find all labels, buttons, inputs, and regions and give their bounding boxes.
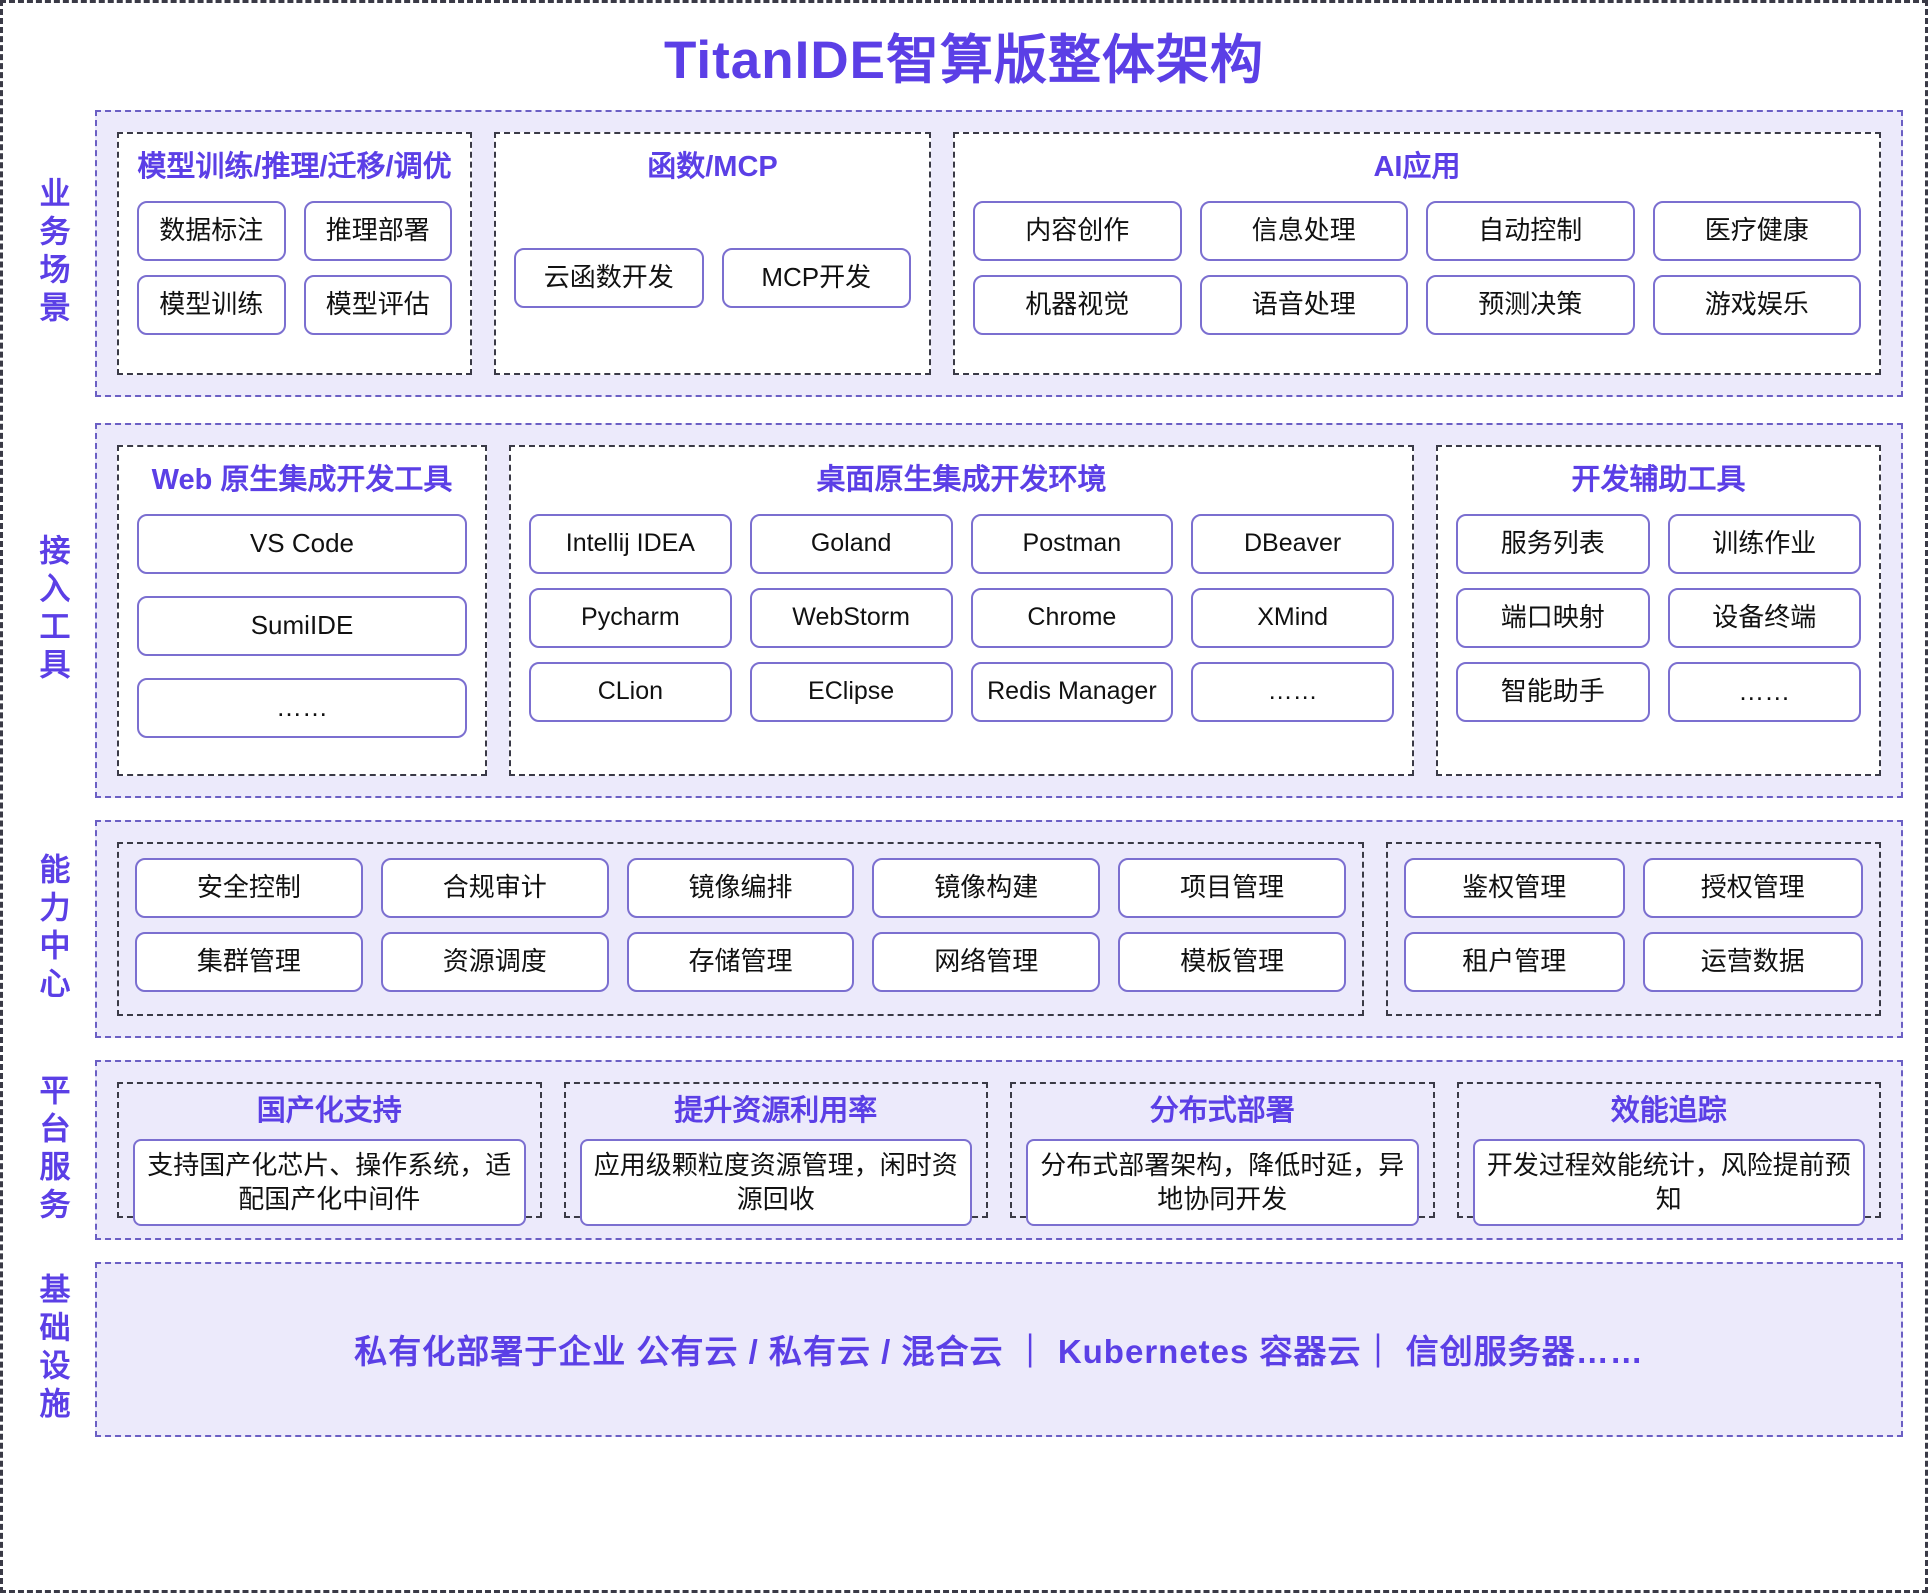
chip-grid: 内容创作 信息处理 自动控制 医疗健康 机器视觉 语音处理 预测决策 游戏娱乐 — [973, 200, 1861, 355]
panel-dev-assist-tools: 开发辅助工具 服务列表 训练作业 端口映射 设备终端 智能助手 …… — [1436, 444, 1881, 776]
chip-sumiide[interactable]: SumiIDE — [137, 595, 467, 656]
panel-title: 效能追踪 — [1610, 1094, 1727, 1127]
chip-authorization-management[interactable]: 授权管理 — [1642, 857, 1863, 918]
layer-rail: 业务场景 接入工具 能力中心 平台服务 基础设施 — [9, 110, 95, 1542]
chip-model-training[interactable]: 模型训练 — [137, 274, 286, 335]
chip-project-management[interactable]: 项目管理 — [1118, 857, 1346, 918]
chip-tenant-management[interactable]: 租户管理 — [1404, 931, 1625, 992]
chip-grid: 数据标注 推理部署 模型训练 模型评估 — [137, 200, 452, 355]
panel-platform-capabilities: 安全控制 合规审计 镜像编排 镜像构建 项目管理 集群管理 资源调度 存储管理 … — [117, 841, 1364, 1016]
chip-service-list[interactable]: 服务列表 — [1456, 513, 1650, 574]
chip-xmind[interactable]: XMind — [1191, 587, 1394, 648]
chip-grid: 云函数开发 MCP开发 — [514, 201, 911, 355]
chip-security-control[interactable]: 安全控制 — [135, 857, 363, 918]
chip-grid: 鉴权管理 授权管理 租户管理 运营数据 — [1404, 857, 1863, 1000]
chip-storage-management[interactable]: 存储管理 — [626, 931, 855, 992]
chip-inference-deploy[interactable]: 推理部署 — [303, 200, 452, 261]
chip-game-entertainment[interactable]: 游戏娱乐 — [1652, 274, 1861, 335]
panel-title: 国产化支持 — [256, 1094, 402, 1127]
chip-webstorm[interactable]: WebStorm — [749, 587, 953, 648]
rail-label-capability: 能力中心 — [34, 852, 70, 1005]
chip-desktop-more[interactable]: …… — [1191, 661, 1394, 722]
panel-description: 支持国产化芯片、操作系统，适配国产化中间件 — [133, 1138, 526, 1227]
chip-resource-scheduling[interactable]: 资源调度 — [380, 931, 609, 992]
band-access-tools: Web 原生集成开发工具 VS Code SumiIDE …… 桌面原生集成开发… — [95, 422, 1903, 798]
chip-goland[interactable]: Goland — [749, 513, 953, 574]
chip-training-job[interactable]: 训练作业 — [1667, 513, 1861, 574]
chip-machine-vision[interactable]: 机器视觉 — [973, 274, 1182, 335]
panel-title: Web 原生集成开发工具 — [151, 463, 453, 496]
chip-network-management[interactable]: 网络管理 — [872, 931, 1101, 992]
layer-stack: 模型训练/推理/迁移/调优 数据标注 推理部署 模型训练 模型评估 函数/MCP… — [95, 109, 1903, 1542]
chip-image-build[interactable]: 镜像构建 — [872, 857, 1101, 918]
chip-image-orchestration[interactable]: 镜像编排 — [626, 857, 855, 918]
panel-description: 分布式部署架构，降低时延，异地协同开发 — [1026, 1138, 1419, 1227]
chip-model-evaluation[interactable]: 模型评估 — [303, 274, 452, 335]
chip-authentication-management[interactable]: 鉴权管理 — [1404, 857, 1625, 918]
chip-automatic-control[interactable]: 自动控制 — [1426, 200, 1635, 261]
chip-information-processing[interactable]: 信息处理 — [1199, 200, 1408, 261]
band-capability-center: 安全控制 合规审计 镜像编排 镜像构建 项目管理 集群管理 资源调度 存储管理 … — [95, 819, 1903, 1038]
rail-label-business: 业务场景 — [34, 177, 70, 330]
chip-dbeaver[interactable]: DBeaver — [1191, 513, 1394, 574]
chip-port-mapping[interactable]: 端口映射 — [1456, 587, 1650, 648]
rail-label-access: 接入工具 — [34, 534, 70, 687]
rail-label-platform: 平台服务 — [34, 1073, 70, 1226]
panel-ai-applications: AI应用 内容创作 信息处理 自动控制 医疗健康 机器视觉 语音处理 预测决策 … — [953, 131, 1881, 375]
panel-title: 函数/MCP — [647, 150, 778, 183]
band-business-scenarios: 模型训练/推理/迁移/调优 数据标注 推理部署 模型训练 模型评估 函数/MCP… — [95, 109, 1903, 397]
chip-chrome[interactable]: Chrome — [970, 587, 1174, 648]
chip-grid: VS Code SumiIDE …… — [137, 513, 467, 756]
panel-distributed-deployment: 分布式部署 分布式部署架构，降低时延，异地协同开发 — [1010, 1081, 1435, 1227]
chip-postman[interactable]: Postman — [970, 513, 1174, 574]
chip-compliance-audit[interactable]: 合规审计 — [380, 857, 609, 918]
panel-title: 分布式部署 — [1149, 1094, 1295, 1127]
chip-data-annotation[interactable]: 数据标注 — [137, 200, 286, 261]
panel-web-native-ide: Web 原生集成开发工具 VS Code SumiIDE …… — [117, 444, 487, 776]
chip-vs-code[interactable]: VS Code — [137, 513, 467, 574]
diagram-body: 业务场景 接入工具 能力中心 平台服务 基础设施 模型训练/推理/迁移/调优 数… — [3, 109, 1925, 1558]
panel-title: 提升资源利用率 — [674, 1094, 878, 1127]
panel-title: 开发辅助工具 — [1571, 463, 1746, 496]
chip-device-terminal[interactable]: 设备终端 — [1667, 587, 1861, 648]
chip-cloud-function-dev[interactable]: 云函数开发 — [514, 247, 704, 308]
chip-medical-health[interactable]: 医疗健康 — [1652, 200, 1861, 261]
chip-operation-data[interactable]: 运营数据 — [1642, 931, 1863, 992]
chip-web-more[interactable]: …… — [137, 677, 467, 738]
panel-function-mcp: 函数/MCP 云函数开发 MCP开发 — [494, 131, 931, 375]
panel-description: 开发过程效能统计，风险提前预知 — [1472, 1138, 1865, 1227]
panel-title: AI应用 — [1373, 150, 1461, 183]
panel-efficiency-tracking: 效能追踪 开发过程效能统计，风险提前预知 — [1456, 1081, 1881, 1227]
chip-predictive-decision[interactable]: 预测决策 — [1426, 274, 1635, 335]
chip-grid: 服务列表 训练作业 端口映射 设备终端 智能助手 …… — [1456, 513, 1861, 756]
chip-speech-processing[interactable]: 语音处理 — [1199, 274, 1408, 335]
chip-cluster-management[interactable]: 集群管理 — [135, 931, 363, 992]
page-title: TitanIDE智算版整体架构 — [664, 31, 1264, 90]
panel-model-lifecycle: 模型训练/推理/迁移/调优 数据标注 推理部署 模型训练 模型评估 — [117, 131, 472, 375]
chip-content-creation[interactable]: 内容创作 — [973, 200, 1182, 261]
infrastructure-text: 私有化部署于企业 公有云 / 私有云 / 混合云 ｜ Kubernetes 容器… — [354, 1333, 1644, 1371]
rail-label-infrastructure: 基础设施 — [34, 1273, 70, 1426]
chip-pycharm[interactable]: Pycharm — [529, 587, 732, 648]
band-platform-services: 国产化支持 支持国产化芯片、操作系统，适配国产化中间件 提升资源利用率 应用级颗… — [95, 1059, 1903, 1240]
chip-smart-assistant[interactable]: 智能助手 — [1456, 661, 1650, 722]
chip-mcp-dev[interactable]: MCP开发 — [721, 247, 911, 308]
band-infrastructure: 私有化部署于企业 公有云 / 私有云 / 混合云 ｜ Kubernetes 容器… — [95, 1261, 1903, 1437]
chip-eclipse[interactable]: EClipse — [749, 661, 953, 722]
panel-description: 应用级颗粒度资源管理，闲时资源回收 — [579, 1138, 972, 1227]
panel-title: 模型训练/推理/迁移/调优 — [137, 150, 452, 183]
chip-grid: 安全控制 合规审计 镜像编排 镜像构建 项目管理 集群管理 资源调度 存储管理 … — [135, 857, 1346, 1000]
chip-intellij-idea[interactable]: Intellij IDEA — [529, 513, 732, 574]
chip-redis-manager[interactable]: Redis Manager — [970, 661, 1174, 722]
panel-desktop-native-ide: 桌面原生集成开发环境 Intellij IDEA Goland Postman … — [509, 444, 1414, 776]
panel-tenant-capabilities: 鉴权管理 授权管理 租户管理 运营数据 — [1386, 841, 1881, 1016]
chip-clion[interactable]: CLion — [529, 661, 732, 722]
panel-resource-utilization: 提升资源利用率 应用级颗粒度资源管理，闲时资源回收 — [563, 1081, 988, 1227]
chip-grid: Intellij IDEA Goland Postman DBeaver Pyc… — [529, 513, 1394, 756]
chip-template-management[interactable]: 模板管理 — [1118, 931, 1346, 992]
chip-assist-more[interactable]: …… — [1667, 661, 1861, 722]
panel-title: 桌面原生集成开发环境 — [816, 463, 1107, 496]
panel-localization-support: 国产化支持 支持国产化芯片、操作系统，适配国产化中间件 — [117, 1081, 542, 1227]
